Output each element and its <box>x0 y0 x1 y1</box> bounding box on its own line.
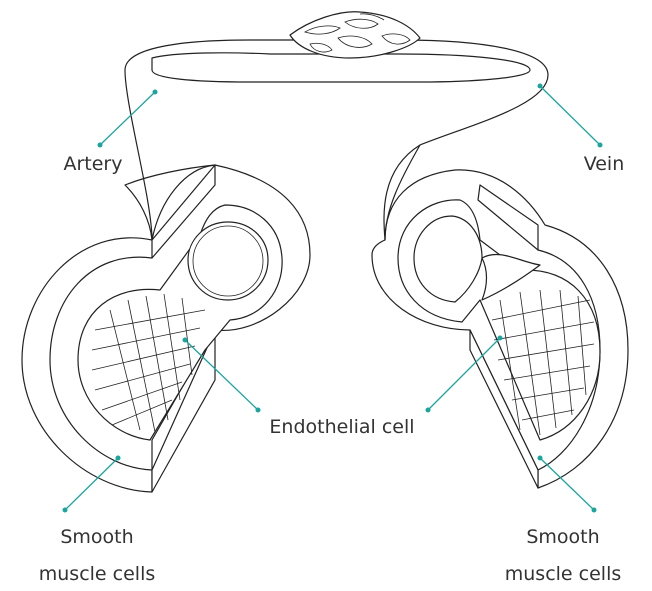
vein-leader <box>538 84 603 148</box>
artery-cross-section-icon <box>22 165 310 492</box>
label-vein: Vein <box>584 153 625 175</box>
label-smooth-left-line2: muscle cells <box>39 563 156 585</box>
artery-lumen-inner <box>188 222 268 300</box>
label-smooth-right-line2: muscle cells <box>505 563 622 585</box>
capillary-network-icon <box>290 12 420 58</box>
label-smooth-left-line1: Smooth <box>60 526 133 548</box>
label-smooth-right-line1: Smooth <box>526 526 599 548</box>
label-artery: Artery <box>63 153 122 175</box>
artery-leader <box>98 90 158 148</box>
label-endothelial-cell: Endothelial cell <box>269 416 414 438</box>
